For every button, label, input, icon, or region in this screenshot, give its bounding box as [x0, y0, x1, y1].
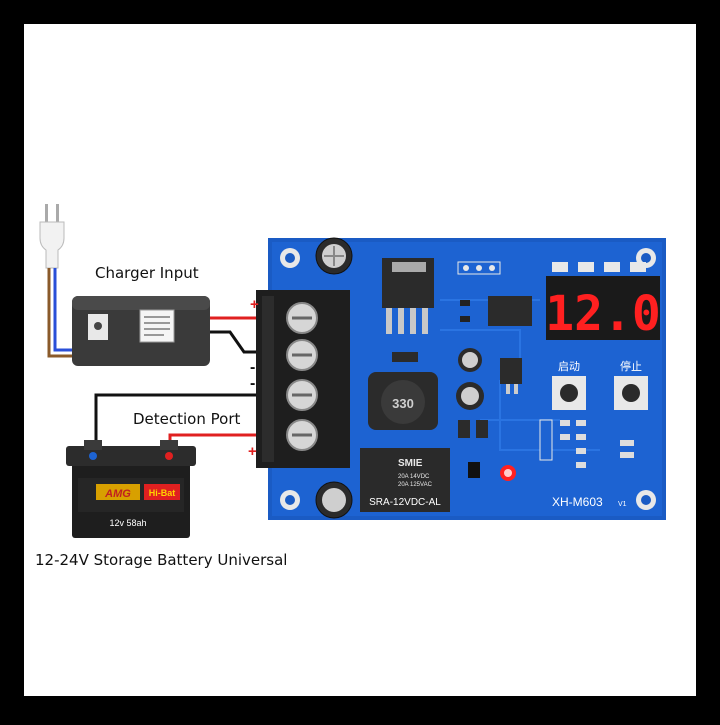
relay-rating-2: 20A 125VAC	[398, 482, 433, 488]
terminal-block	[256, 290, 350, 468]
relay-rating-1: 20A 14VDC	[398, 474, 430, 480]
cord-brown-wire	[47, 268, 78, 358]
battery-brand: AMG	[104, 488, 131, 500]
seven-seg-display	[546, 276, 660, 340]
detection-port-label: Detection Port	[133, 410, 241, 428]
stop-label: 停止	[620, 359, 642, 373]
relay-model: SRA-12VDC-AL	[369, 497, 441, 508]
battery-caption: 12-24V Storage Battery Universal	[35, 551, 288, 569]
battery-badge: Hi-Bat	[149, 488, 176, 498]
inductor-label: 330	[392, 396, 414, 411]
charger-input-label: Charger Input	[95, 264, 199, 282]
polarity-plus-bottom: +	[248, 443, 257, 460]
relay-brand: SMIE	[398, 458, 423, 469]
start-label: 启动	[558, 360, 580, 373]
polarity-minus-2: -	[250, 375, 255, 392]
polarity-minus-1: -	[250, 359, 255, 376]
charger-unit	[72, 296, 210, 366]
board-model: XH-M603	[552, 495, 603, 509]
battery	[66, 440, 196, 538]
cord-blue-wire	[53, 268, 78, 352]
battery-black-wire	[94, 393, 282, 458]
wall-plug	[39, 204, 65, 269]
polarity-plus-top: +	[250, 296, 259, 313]
battery-rating: 12v 58ah	[109, 518, 146, 528]
display-reading: 12.0	[545, 286, 661, 342]
board-version: V1	[618, 501, 627, 508]
